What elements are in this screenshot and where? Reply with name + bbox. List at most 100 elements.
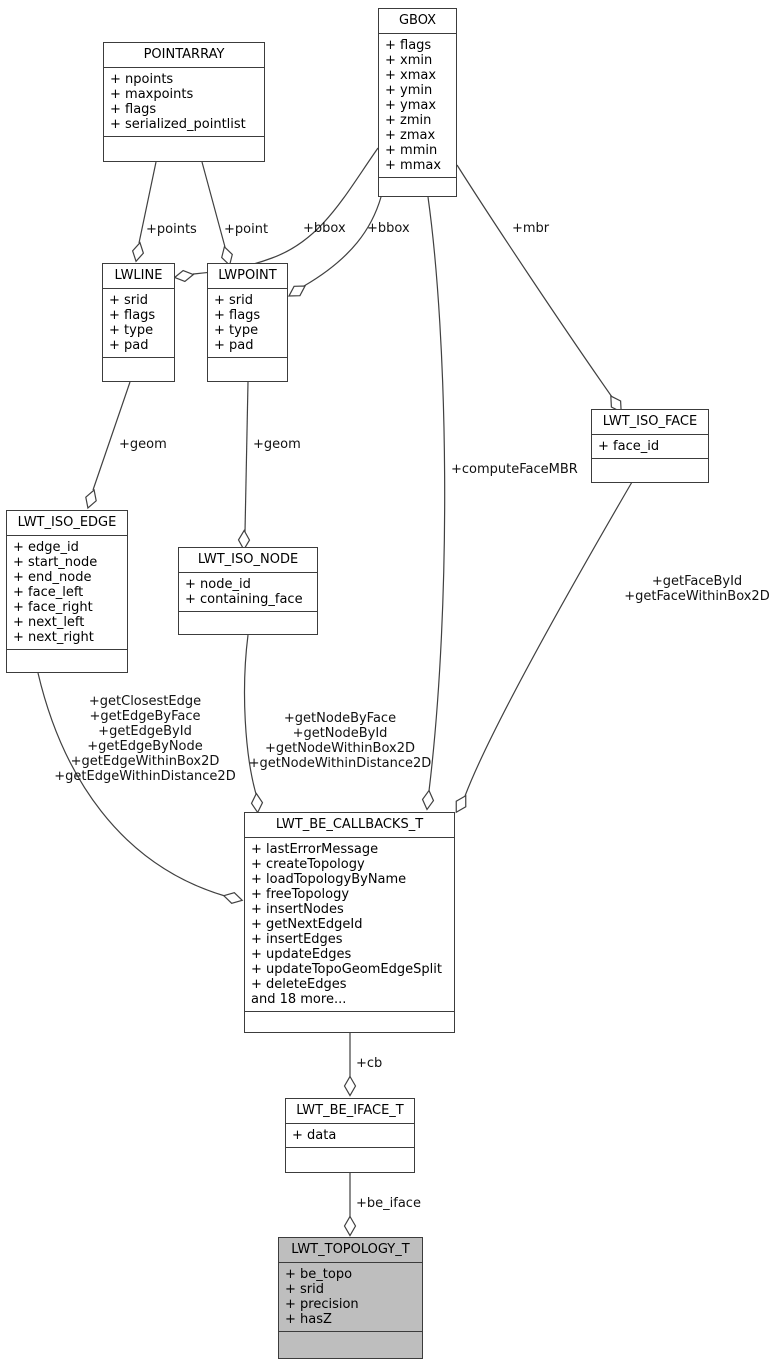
class-attributes: + be_topo + srid + precision + hasZ [279,1263,422,1332]
edge-pointarray-lwline [138,161,157,244]
edge-label-line: +getNodeById [292,726,388,741]
edge-label-compute-face-mbr: +computeFaceMBR [451,462,578,477]
class-attributes: + srid + flags + type + pad [208,289,287,358]
edge-label-cb: +cb [356,1056,383,1071]
edge-isoface-callbacks [464,481,633,797]
attribute: + data [292,1128,337,1143]
class-methods-empty [245,1012,454,1032]
attribute: + serialized_pointlist [110,117,246,132]
attribute: + zmax [385,128,436,143]
attribute: + be_topo [285,1267,353,1282]
attribute: + mmin [385,143,438,158]
edge-label-point: +point [224,222,269,237]
class-lwline[interactable]: LWLINE + srid + flags + type + pad [102,263,175,382]
edge-label-line: +getFaceById [651,574,743,589]
class-lwt-iso-face[interactable]: LWT_ISO_FACE + face_id [591,409,709,483]
class-methods-empty [104,137,264,161]
class-methods-empty [103,358,174,381]
attribute: + lastErrorMessage [251,842,379,857]
attribute: + srid [285,1282,325,1297]
edge-gbox-lwline [192,147,379,275]
attribute: + flags [110,102,157,117]
edge-label-group-get-node: +getNodeByFace +getNodeById +getNodeWith… [214,711,466,771]
attribute: + insertNodes [251,902,344,917]
attribute: + maxpoints [110,87,194,102]
attribute: + npoints [110,72,174,87]
edge-label-geom-node: +geom [253,437,301,452]
class-lwpoint[interactable]: LWPOINT + srid + flags + type + pad [207,263,288,382]
class-title: LWT_ISO_FACE [592,410,708,435]
attribute: + type [214,323,259,338]
edge-label-points: +points [146,222,197,237]
edge-lwline-isoedge [92,381,131,491]
attribute: + ymin [385,83,433,98]
class-title: LWPOINT [208,264,287,289]
attribute: + start_node [13,555,98,570]
attribute: and 18 more... [251,992,347,1007]
class-methods-empty [379,178,456,196]
class-lwt-be-iface-t[interactable]: LWT_BE_IFACE_T + data [285,1098,415,1173]
attribute: + flags [385,38,432,53]
edge-label-line: +getEdgeById [98,724,192,739]
edge-label-line: +getEdgeByFace [89,709,201,724]
edge-isonode-callbacks [243,634,257,795]
class-title: LWLINE [103,264,174,289]
class-attributes: + face_id [592,435,708,459]
aggregation-diamond [343,1075,357,1097]
attribute: + pad [109,338,149,353]
edge-label-geom-edge: +geom [119,437,167,452]
class-lwt-iso-edge[interactable]: LWT_ISO_EDGE + edge_id + start_node + en… [6,510,128,673]
edge-label-mbr: +mbr [512,221,550,236]
edge-gbox-isoface [456,164,613,398]
attribute: + srid [214,293,254,308]
class-methods-empty [7,650,127,672]
class-lwt-be-callbacks-t[interactable]: LWT_BE_CALLBACKS_T + lastErrorMessage + … [244,812,455,1033]
attribute: + pad [214,338,254,353]
attribute: + node_id [185,577,251,592]
class-attributes: + srid + flags + type + pad [103,289,174,358]
class-title: GBOX [379,9,456,34]
class-title: LWT_TOPOLOGY_T [279,1238,422,1263]
aggregation-diamond [250,792,264,814]
attribute: + end_node [13,570,92,585]
class-lwt-topology-t[interactable]: LWT_TOPOLOGY_T + be_topo + srid + precis… [278,1237,423,1359]
aggregation-diamond [131,241,145,263]
class-title: POINTARRAY [104,43,264,68]
attribute: + next_left [13,615,85,630]
attribute: + edge_id [13,540,79,555]
attribute: + precision [285,1297,359,1312]
class-attributes: + data [286,1124,414,1148]
attribute: + ymax [385,98,437,113]
attribute: + deleteEdges [251,977,347,992]
attribute: + createTopology [251,857,365,872]
class-lwt-iso-node[interactable]: LWT_ISO_NODE + node_id + containing_face [178,547,318,635]
attribute: + hasZ [285,1312,332,1327]
class-attributes: + lastErrorMessage + createTopology + lo… [245,838,454,1012]
class-attributes: + edge_id + start_node + end_node + face… [7,536,127,650]
attribute: + xmax [385,68,437,83]
edge-label-line: +getNodeWithinBox2D [265,741,415,756]
attribute: + flags [214,308,261,323]
attribute: + type [109,323,154,338]
aggregation-diamond [421,789,435,811]
class-methods-empty [286,1148,414,1172]
class-gbox[interactable]: GBOX + flags + xmin + xmax + ymin + ymax… [378,8,457,197]
class-pointarray[interactable]: POINTARRAY + npoints + maxpoints + flags… [103,42,265,162]
class-title: LWT_ISO_EDGE [7,511,127,536]
aggregation-diamond [222,891,244,905]
attribute: + mmax [385,158,442,173]
edge-label-bbox-lwline: +bbox [303,221,346,236]
class-title: LWT_ISO_NODE [179,548,317,573]
attribute: + loadTopologyByName [251,872,407,887]
aggregation-diamond [287,285,307,297]
attribute: + containing_face [185,592,303,607]
attribute: + face_left [13,585,84,600]
class-attributes: + node_id + containing_face [179,573,317,612]
class-methods-empty [179,612,317,634]
class-methods-empty [208,358,287,381]
class-methods-empty [592,459,708,482]
attribute: + getNextEdgeId [251,917,363,932]
aggregation-diamond [85,488,97,510]
edge-label-line: +getClosestEdge [88,694,202,709]
